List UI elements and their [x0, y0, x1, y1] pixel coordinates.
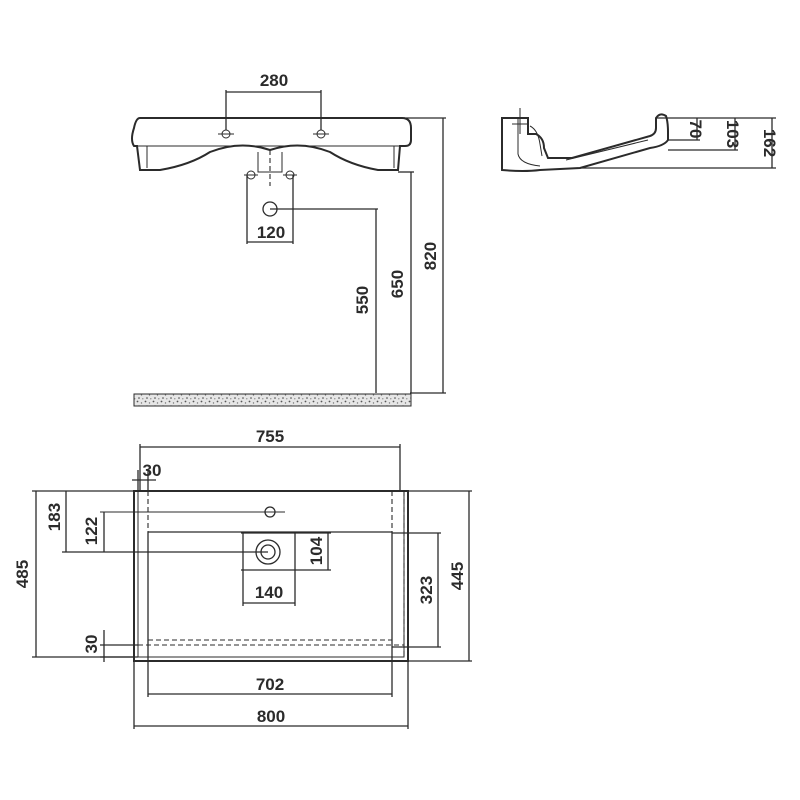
dim-445: 445 — [448, 562, 467, 590]
dim-120: 120 — [257, 223, 285, 242]
dim-104: 104 — [307, 536, 326, 565]
dim-550: 550 — [353, 286, 372, 314]
dim-485: 485 — [13, 560, 32, 588]
dim-183: 183 — [45, 503, 64, 531]
dim-70: 70 — [686, 120, 705, 139]
dim-702: 702 — [256, 675, 284, 694]
floor-hatch — [133, 393, 412, 407]
top-view: 755 30 485 183 122 104 140 323 — [13, 427, 472, 729]
side-profile — [501, 113, 669, 172]
waste-hole-right — [283, 170, 297, 180]
waste-hole-left — [244, 170, 258, 180]
dim-800: 800 — [257, 707, 285, 726]
front-view: 280 120 550 650 820 — [131, 71, 446, 407]
front-basin-outline — [131, 117, 412, 171]
dim-323: 323 — [417, 576, 436, 604]
dim-122: 122 — [82, 517, 101, 545]
dim-30-top: 30 — [143, 461, 162, 480]
top-tap-hole — [100, 506, 285, 518]
dim-103: 103 — [723, 120, 742, 148]
dim-755: 755 — [256, 427, 284, 446]
dim-162: 162 — [760, 129, 779, 157]
dim-280: 280 — [260, 71, 288, 90]
side-view: 70 103 162 — [501, 108, 779, 172]
dim-650: 650 — [388, 270, 407, 298]
dim-820: 820 — [421, 242, 440, 270]
top-outline — [133, 490, 409, 662]
dim-30-bottom: 30 — [82, 635, 101, 654]
dim-140: 140 — [255, 583, 283, 602]
